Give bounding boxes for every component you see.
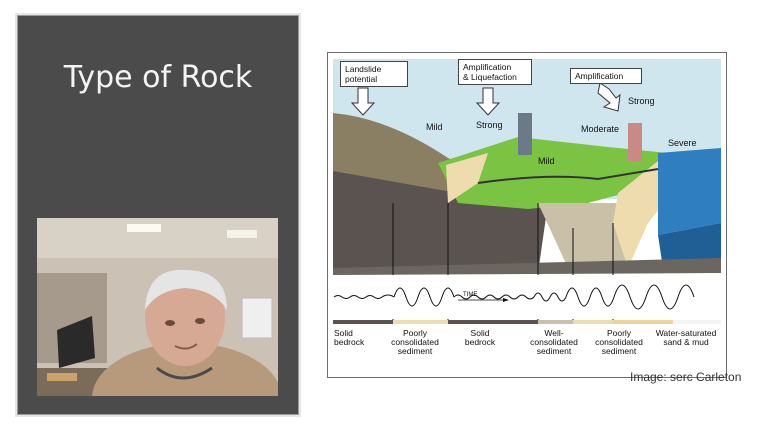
slide-title: Type of Rock bbox=[63, 60, 253, 95]
seismic-amplification-diagram: Landslide potential Amplification & Liqu… bbox=[327, 52, 727, 378]
intensity-label-mild-plain: Mild bbox=[538, 156, 555, 166]
callout-amplification: Amplification bbox=[570, 68, 642, 84]
intensity-label-moderate: Moderate bbox=[581, 124, 620, 134]
ground-label-solid-bedrock-middle: Solid bedrock bbox=[464, 328, 496, 347]
ground-label-water-saturated: Water-saturated sand & mud bbox=[655, 328, 717, 347]
intensity-label-mild-hill: Mild bbox=[426, 122, 443, 132]
webcam-scene bbox=[37, 218, 278, 396]
intensity-label-strong-right: Strong bbox=[628, 96, 655, 106]
intensity-label-strong-left: Strong bbox=[476, 120, 503, 130]
webcam-video bbox=[37, 218, 278, 396]
callout-landslide-potential: Landslide potential bbox=[340, 61, 408, 87]
ground-label-poorly-consolidated-left: Poorly consolidated sediment bbox=[391, 328, 439, 356]
ground-label-well-consolidated: Well- consolidated sediment bbox=[530, 328, 578, 356]
callout-amplification-liquefaction: Amplification & Liquefaction bbox=[458, 59, 532, 85]
intensity-label-severe: Severe bbox=[668, 138, 697, 148]
ground-label-solid-bedrock-left: Solid bedrock bbox=[334, 328, 365, 347]
ground-label-poorly-consolidated-right: Poorly consolidated sediment bbox=[595, 328, 643, 356]
time-axis-label: TIME bbox=[463, 292, 478, 298]
diagram-illustration bbox=[328, 53, 726, 377]
image-credit: Image: serc Carleton bbox=[630, 370, 742, 384]
